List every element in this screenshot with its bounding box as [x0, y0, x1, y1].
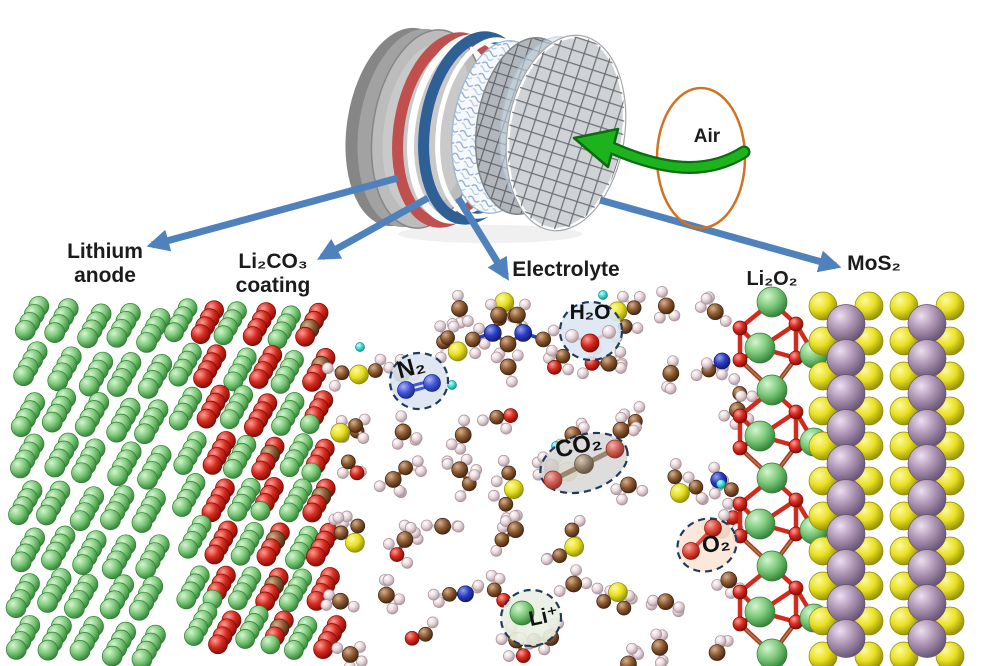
highlight-li: Li⁺ [499, 588, 563, 648]
coin-cell-battery [345, 27, 627, 243]
highlight-label-o2: O₂ [700, 528, 731, 558]
highlight-o2: O₂ [676, 517, 738, 573]
air-flow-arrow [607, 143, 749, 172]
pointer-arrows [146, 174, 842, 281]
pointer-arrow [146, 174, 399, 252]
air-inlet-graphic [572, 86, 751, 230]
label-li2co3-coating: Li₂CO₃ coating [235, 250, 311, 297]
pointer-arrow [599, 196, 842, 273]
label-electrolyte: Electrolyte [512, 258, 620, 281]
highlight-n2: N₂ [388, 351, 450, 411]
label-lithium-anode: Lithium anode [67, 240, 143, 287]
pointer-arrow [455, 196, 509, 281]
lithium-anode-structure [5, 295, 173, 666]
label-li2o2: Li₂O₂ [746, 268, 798, 290]
li2o2-structure [732, 286, 829, 666]
highlight-h2o: H₂O [558, 300, 624, 362]
label-mos2: MoS₂ [847, 252, 901, 275]
highlight-label-h2o: H₂O [570, 301, 611, 324]
mos2-structure [808, 291, 965, 666]
li2co3-coating-structure [164, 298, 347, 660]
electrolyte-structure [320, 285, 758, 666]
label-air: Air [693, 126, 721, 147]
pointer-arrow [317, 194, 430, 261]
